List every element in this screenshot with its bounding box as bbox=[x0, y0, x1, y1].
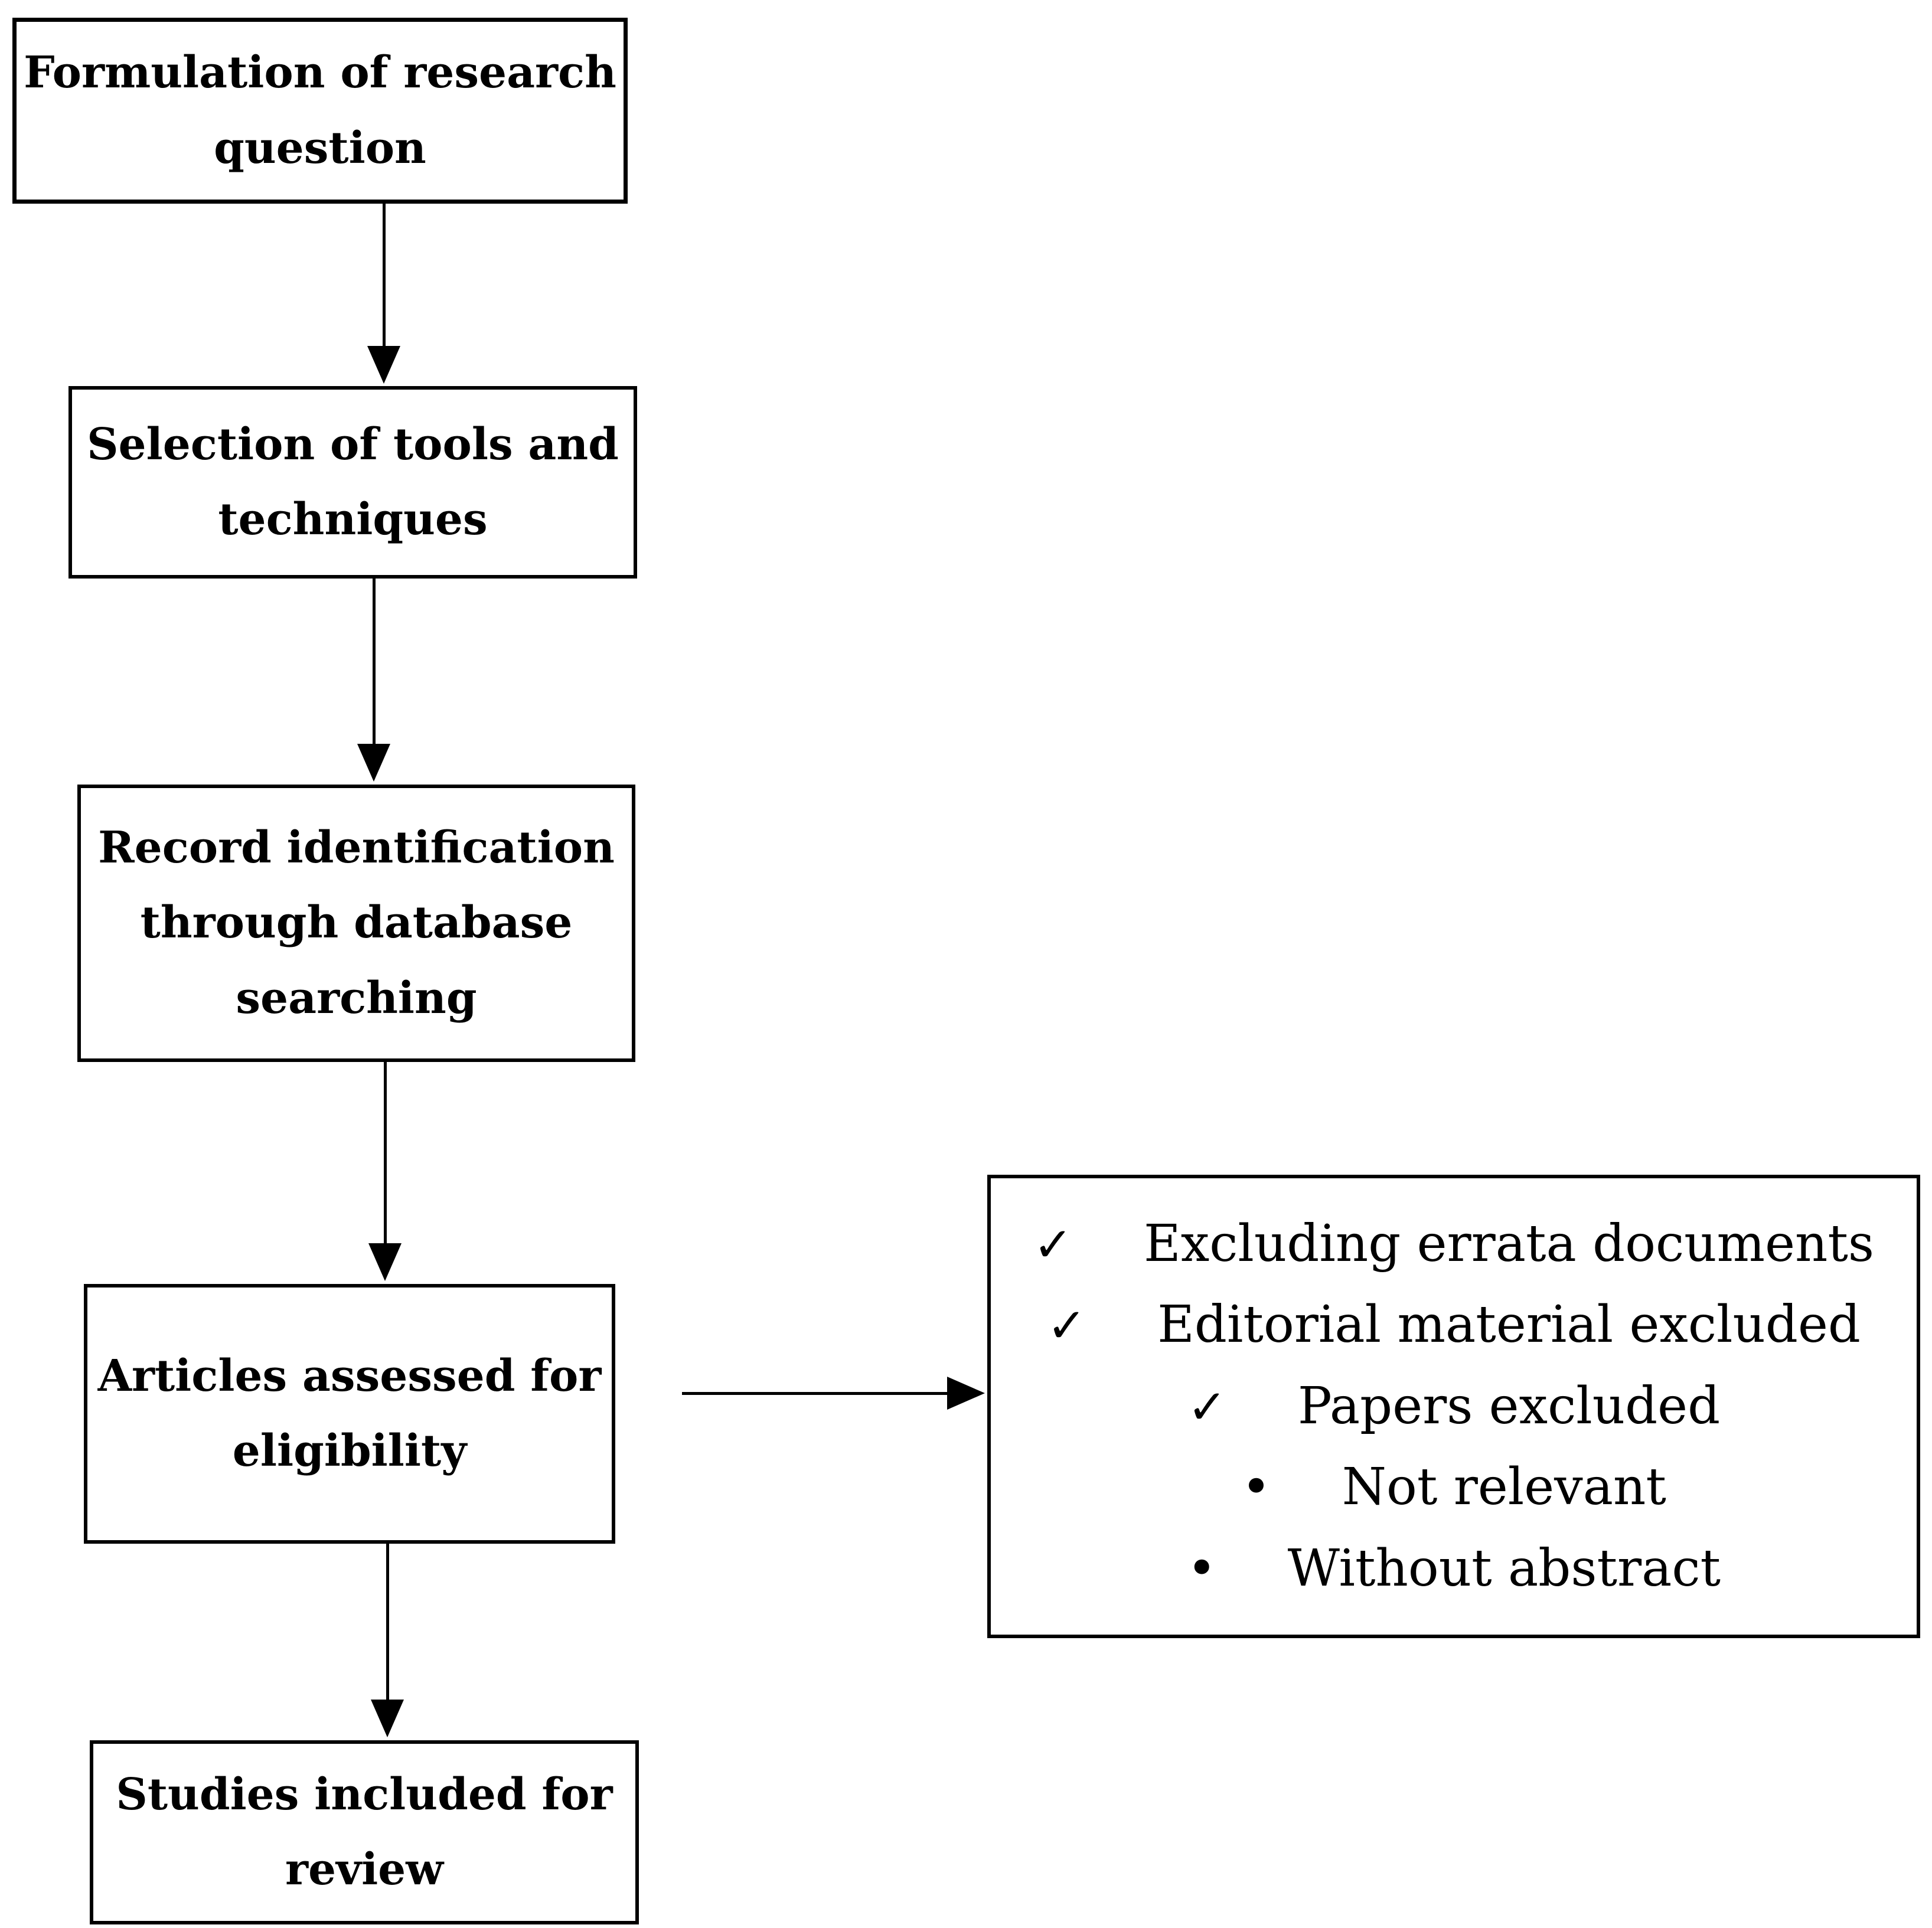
flow-box-selection-of-tools: Selection of tools and techniques bbox=[68, 386, 637, 579]
flow-box-articles-assessed: Articles assessed for eligibility bbox=[84, 1284, 615, 1544]
checkmark-icon: ✓ bbox=[1033, 1217, 1073, 1272]
arrow-shaft bbox=[682, 1391, 947, 1395]
exclusion-item-label: Not relevant bbox=[1342, 1458, 1666, 1517]
checkmark-icon: ✓ bbox=[1047, 1298, 1087, 1354]
arrow-selection-to-record-identification bbox=[356, 579, 391, 782]
arrow-articles-assessed-to-exclusion-box bbox=[682, 1375, 985, 1411]
arrow-down-icon bbox=[367, 346, 400, 384]
flow-box-label: Studies included for review bbox=[116, 1769, 613, 1895]
arrow-right-icon bbox=[947, 1377, 985, 1410]
checkmark-icon: ✓ bbox=[1187, 1379, 1227, 1434]
exclusion-item-label: Papers excluded bbox=[1297, 1376, 1721, 1436]
flow-box-record-identification: Record identification through database s… bbox=[77, 785, 635, 1062]
exclusion-item-label: Editorial material excluded bbox=[1157, 1295, 1861, 1355]
flow-box-label: Record identification through database s… bbox=[98, 822, 615, 1024]
exclusion-item: • Not relevant bbox=[1241, 1447, 1666, 1528]
arrow-down-icon bbox=[357, 744, 390, 782]
flow-box-label: Selection of tools and techniques bbox=[87, 419, 619, 545]
arrow-articles-assessed-to-studies-included bbox=[370, 1544, 405, 1737]
arrow-down-icon bbox=[371, 1700, 404, 1737]
exclusion-item: • Without abstract bbox=[1187, 1528, 1721, 1610]
exclusion-item: ✓ Editorial material excluded bbox=[1047, 1285, 1861, 1366]
flow-box-studies-included: Studies included for review bbox=[90, 1740, 639, 1924]
flow-box-label: Formulation of research question bbox=[24, 47, 616, 174]
arrow-shaft bbox=[372, 579, 376, 744]
arrow-formulation-to-selection bbox=[366, 204, 402, 384]
arrow-shaft bbox=[382, 204, 386, 346]
flow-box-formulation-of-research-question: Formulation of research question bbox=[12, 18, 628, 204]
arrow-shaft bbox=[386, 1544, 389, 1700]
exclusion-criteria-box: ✓ Excluding errata documents ✓ Editorial… bbox=[987, 1175, 1920, 1638]
arrow-shaft bbox=[383, 1062, 387, 1243]
exclusion-item-label: Without abstract bbox=[1287, 1538, 1721, 1598]
exclusion-item: ✓ Papers excluded bbox=[1187, 1366, 1720, 1447]
arrow-down-icon bbox=[368, 1243, 402, 1281]
arrow-record-identification-to-articles-assessed bbox=[367, 1062, 403, 1281]
flow-box-label: Articles assessed for eligibility bbox=[97, 1350, 602, 1476]
bullet-icon: • bbox=[1241, 1458, 1271, 1517]
exclusion-item-label: Excluding errata documents bbox=[1143, 1214, 1875, 1273]
exclusion-item: ✓ Excluding errata documents bbox=[1033, 1204, 1874, 1285]
bullet-icon: • bbox=[1186, 1538, 1217, 1598]
